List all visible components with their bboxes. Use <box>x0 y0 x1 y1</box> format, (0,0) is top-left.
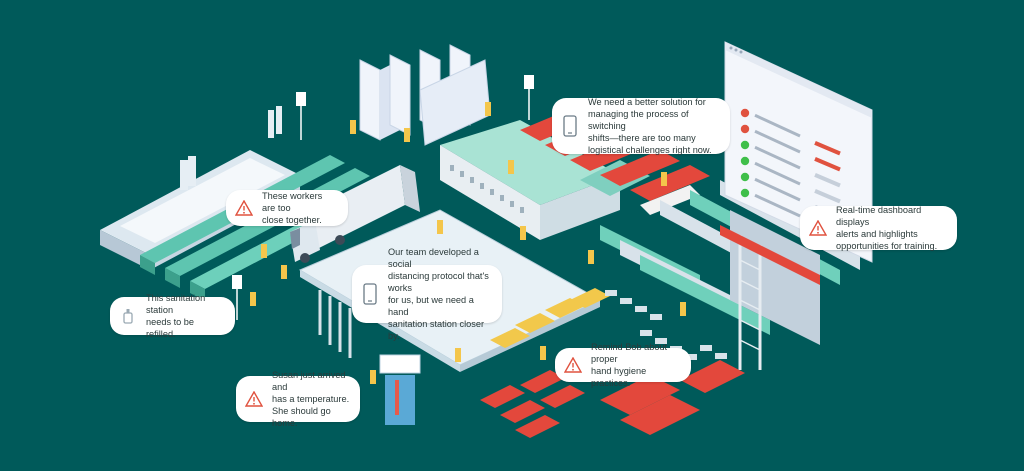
alert-status-icon <box>740 124 750 134</box>
sanitizer-icon <box>118 306 138 326</box>
alert-status-icon <box>740 108 750 118</box>
callout-text: Real-time dashboard displays alerts and … <box>836 205 938 251</box>
callout-text: Remind Bob about proper hand hygiene pra… <box>591 342 668 388</box>
crane <box>720 225 820 370</box>
warning-icon <box>808 218 828 238</box>
temperature-kiosk <box>379 354 421 425</box>
dashboard-row <box>740 156 841 204</box>
dashboard-row <box>740 124 841 172</box>
callout-sanitation-refill: This sanitation station needs to be refi… <box>110 293 235 339</box>
ok-status-icon <box>740 172 750 182</box>
callout-susan-temperature: Susan just arrived and has a temperature… <box>236 370 360 428</box>
callout-text: These workers are too close together. <box>262 191 323 225</box>
sign-posts <box>232 75 534 320</box>
warning-icon <box>234 198 254 218</box>
phone-icon <box>560 115 580 137</box>
callout-remind-bob: Remind Bob about proper hand hygiene pra… <box>555 342 691 388</box>
forklifts <box>490 288 610 348</box>
callout-text: This sanitation station needs to be refi… <box>146 293 206 339</box>
callout-workers-close: These workers are too close together. <box>226 190 348 226</box>
dashboard-row <box>740 108 841 156</box>
warning-icon <box>244 389 264 409</box>
phone-icon <box>360 283 380 305</box>
red-workstations <box>480 360 745 438</box>
callout-switching-shifts: We need a better solution for managing t… <box>552 97 730 155</box>
workers <box>250 102 686 384</box>
ok-status-icon <box>740 188 750 198</box>
callout-social-distancing: Our team developed a social distancing p… <box>352 247 502 341</box>
ok-status-icon <box>740 156 750 166</box>
ok-status-icon <box>740 140 750 150</box>
callout-text: Our team developed a social distancing p… <box>388 247 489 341</box>
main-building <box>440 120 650 240</box>
callout-dashboard-alerts: Real-time dashboard displays alerts and … <box>800 205 957 251</box>
partition-panels <box>359 44 491 146</box>
callout-text: Susan just arrived and has a temperature… <box>272 370 350 428</box>
truck <box>290 165 420 263</box>
dashboard-row <box>740 140 841 188</box>
callout-text: We need a better solution for managing t… <box>588 97 712 155</box>
warning-icon <box>563 355 583 375</box>
